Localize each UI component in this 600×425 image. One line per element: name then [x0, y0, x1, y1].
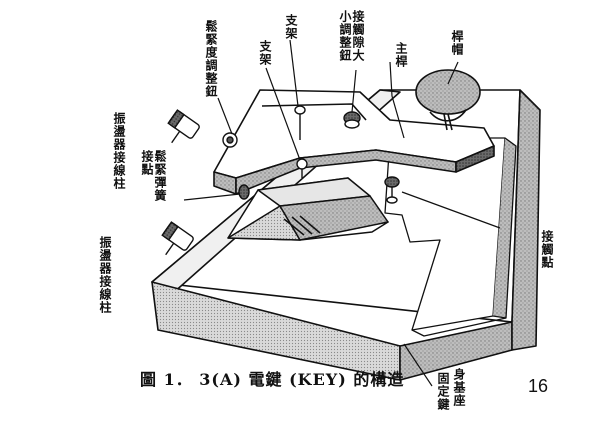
main-lever — [213, 89, 495, 195]
label-contact-point: 接觸點 — [540, 230, 554, 269]
contact-base — [227, 177, 389, 241]
label-tension-adjust: 鬆緊度調整鈕 — [204, 20, 218, 98]
base-block — [151, 89, 541, 381]
label-cap: 桿帽 — [450, 30, 464, 56]
page-number: 16 — [528, 376, 549, 396]
label-base: 身基座 — [452, 368, 466, 407]
label-contact-gap-adjust: 接觸隙大小調整鈕 — [338, 10, 365, 62]
label-oscillator-terminal-1: 振盪器接線柱 — [112, 112, 126, 190]
label-support-2: 支架 — [258, 40, 272, 66]
leader-lines — [183, 39, 501, 387]
label-main-lever: 主桿 — [394, 42, 408, 68]
label-support-1: 支架 — [284, 14, 298, 40]
figure-caption: 圖 1． 3(A) 電鍵 (KEY) 的構造 — [140, 370, 405, 389]
label-oscillator-terminal-2: 振盪器接線柱 — [98, 236, 112, 314]
terminal-posts — [161, 109, 200, 256]
adjust-screws — [222, 105, 400, 204]
label-spring-contact: 鬆緊彈簧接點 — [140, 150, 167, 202]
cap-knob — [415, 69, 481, 131]
label-fixed-key: 固定鍵 — [436, 372, 450, 411]
